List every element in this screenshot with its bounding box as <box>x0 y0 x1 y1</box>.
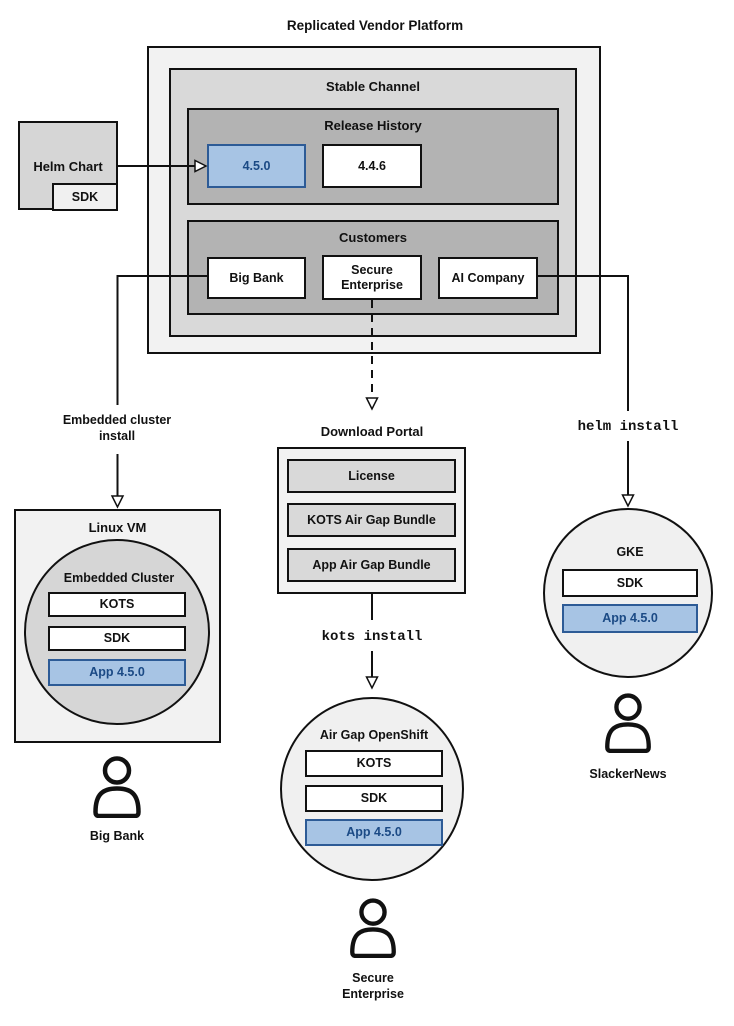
embedded-cluster-app: App 4.5.0 <box>48 659 186 686</box>
linux-vm-title: Linux VM <box>88 520 147 535</box>
portal-item-kots-bundle: KOTS Air Gap Bundle <box>287 503 456 537</box>
openshift-sdk: SDK <box>305 785 443 812</box>
gke-circle: GKE SDK App 4.5.0 <box>543 508 713 678</box>
embedded-cluster-title: Embedded Cluster <box>63 571 175 585</box>
customer-big-bank: Big Bank <box>207 257 306 299</box>
edge-label-kots-install: kots install <box>321 629 423 645</box>
gke-sdk: SDK <box>562 569 698 597</box>
user-label-big-bank: Big Bank <box>89 829 145 843</box>
openshift-circle: Air Gap OpenShift KOTS SDK App 4.5.0 <box>280 697 464 881</box>
arrowhead-down-icon <box>365 676 379 690</box>
release-4-4-6: 4.4.6 <box>322 144 422 188</box>
gke-title: GKE <box>616 545 644 559</box>
edge-label-embedded-install: Embedded cluster install <box>37 412 197 445</box>
helm-chart-label: Helm Chart <box>33 159 103 174</box>
gke-app: App 4.5.0 <box>562 604 698 633</box>
user-label-secure-enterprise: Secure Enterprise <box>323 970 423 1003</box>
portal-item-app-bundle: App Air Gap Bundle <box>287 548 456 582</box>
user-label-slackernews: SlackerNews <box>589 767 667 781</box>
portal-item-license: License <box>287 459 456 493</box>
edge-label-helm-install: helm install <box>577 419 679 435</box>
release-4-5-0: 4.5.0 <box>207 144 306 188</box>
customer-ai-company: AI Company <box>438 257 538 299</box>
embedded-cluster-circle: Embedded Cluster KOTS SDK App 4.5.0 <box>24 539 210 725</box>
arrowhead-down-icon <box>110 495 125 509</box>
download-portal-title: Download Portal <box>320 424 424 439</box>
openshift-kots: KOTS <box>305 750 443 777</box>
edge-label-embedded-install-line1: Embedded cluster <box>62 413 172 427</box>
embedded-cluster-kots: KOTS <box>48 592 186 617</box>
customers-title: Customers <box>339 230 407 245</box>
stable-channel-title: Stable Channel <box>326 79 420 94</box>
arrowhead-down-icon <box>365 397 379 411</box>
embedded-cluster-sdk: SDK <box>48 626 186 651</box>
edge-label-embedded-install-line2: install <box>98 429 136 444</box>
user-icon <box>605 693 651 753</box>
openshift-title: Air Gap OpenShift <box>319 728 429 742</box>
customer-secure-enterprise: Secure Enterprise <box>322 255 422 300</box>
diagram-title: Replicated Vendor Platform <box>286 18 464 33</box>
openshift-app: App 4.5.0 <box>305 819 443 846</box>
release-history-title: Release History <box>324 118 422 133</box>
user-label-secure-line1: Secure <box>352 971 394 985</box>
user-label-secure-line2: Enterprise <box>342 987 404 1002</box>
arrowhead-down-icon <box>621 494 635 508</box>
user-icon <box>93 756 141 818</box>
helm-chart-sdk-box: SDK <box>52 183 118 211</box>
user-icon <box>350 898 396 958</box>
